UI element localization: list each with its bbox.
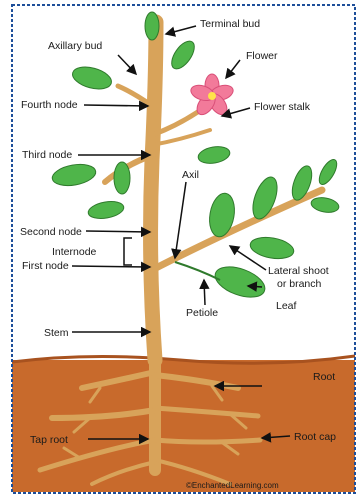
label-root: Root [313, 371, 335, 383]
label-third-node: Third node [22, 149, 72, 161]
label-stem: Stem [44, 327, 69, 339]
credit-text: ©EnchantedLearning.com [186, 481, 279, 490]
label-lateral-shoot: Lateral shoot [268, 265, 329, 277]
label-leaf: Leaf [276, 300, 297, 312]
label-flower-stalk: Flower stalk [254, 101, 311, 113]
label-first-node: First node [22, 260, 69, 272]
label-petiole: Petiole [186, 307, 218, 319]
label-axil: Axil [182, 169, 199, 181]
label-internode: Internode [52, 246, 97, 258]
label-terminal-bud: Terminal bud [200, 18, 260, 30]
label-axillary-bud: Axillary bud [48, 40, 102, 52]
label-tap-root: Tap root [30, 434, 68, 446]
terminal-bud-leaf [145, 12, 159, 40]
label-root-cap: Root cap [294, 431, 336, 443]
label-or-branch: or branch [277, 278, 322, 290]
label-fourth-node: Fourth node [21, 99, 78, 111]
label-second-node: Second node [20, 226, 82, 238]
label-flower: Flower [246, 50, 278, 62]
